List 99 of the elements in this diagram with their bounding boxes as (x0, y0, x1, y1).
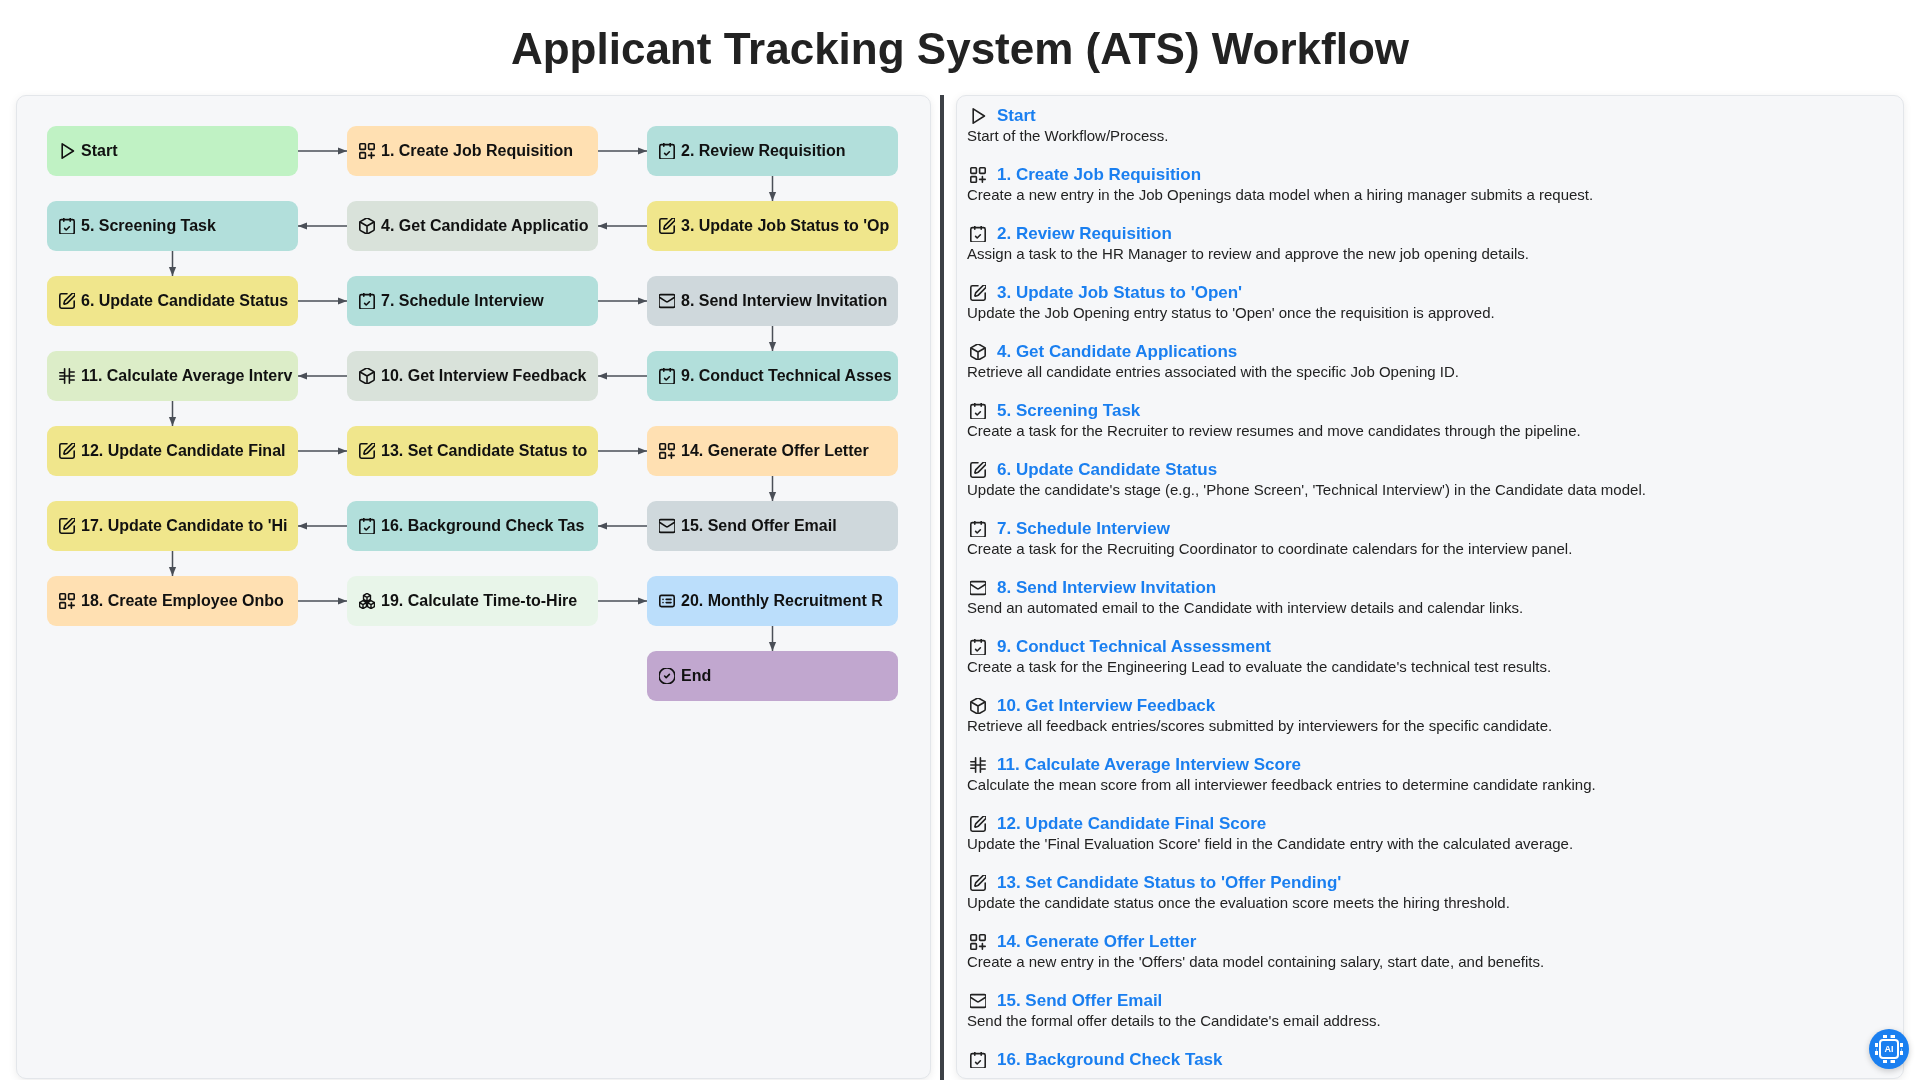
step-description: Assign a task to the HR Manager to review and approve the new job opening details. (967, 244, 1529, 263)
step-title: 15. Send Offer Email (997, 991, 1163, 1011)
process-box (647, 576, 898, 626)
process-box (647, 351, 898, 401)
step-description: Retrieve all candidate entries associated with the specific Job Opening ID. (967, 362, 1459, 381)
page-title: Applicant Tracking System (ATS) Workflow (510, 23, 1410, 75)
process-box (47, 276, 298, 326)
step-label: 12. Update Candidate Final (81, 441, 286, 461)
arrow (597, 372, 648, 380)
arrow (597, 447, 648, 455)
start-box (47, 126, 298, 176)
step-description: Send the formal offer details to the Candidate's email address. (967, 1011, 1381, 1030)
process-box (347, 276, 598, 326)
process-box (47, 426, 298, 476)
arrow (297, 372, 348, 380)
arrow (297, 522, 348, 530)
step-label: 8. Send Interview Invitation (681, 291, 888, 311)
step-title: 1. Create Job Requisition (997, 165, 1202, 185)
step-label: 2. Review Requisition (681, 141, 846, 161)
process-box (347, 501, 598, 551)
step-title: 10. Get Interview Feedback (997, 696, 1216, 716)
step-title: 12. Update Candidate Final Score (997, 814, 1267, 834)
process-box (347, 426, 598, 476)
step-label: 19. Calculate Time-to-Hire (381, 591, 578, 611)
step-description: Create a task for the Recruiter to review resumes and move candidates through the pipeline. (967, 421, 1581, 440)
step-description: Update the candidate status once the evaluation score meets the hiring threshold. (967, 893, 1510, 912)
process-box (347, 351, 598, 401)
step-title: 8. Send Interview Invitation (997, 578, 1217, 598)
process-box (47, 576, 298, 626)
step-title: 7. Schedule Interview (997, 519, 1170, 539)
step-description: Start of the Workflow/Process. (967, 126, 1169, 145)
step-description: Create a new entry in the 'Offers' data model containing salary, start date, and benefits. (967, 952, 1545, 971)
step-title: 3. Update Job Status to 'Open' (997, 283, 1243, 303)
step-label: 15. Send Offer Email (681, 516, 837, 536)
step-label: 17. Update Candidate to 'Hi (81, 516, 288, 536)
step-title: 4. Get Candidate Applications (997, 342, 1238, 362)
step-label: Start (81, 141, 118, 161)
step-label: 6. Update Candidate Status (81, 291, 289, 311)
arrow (768, 475, 777, 502)
process-box (647, 426, 898, 476)
step-title: 9. Conduct Technical Assessment (997, 637, 1271, 657)
process-box (347, 201, 598, 251)
arrow (297, 222, 348, 230)
step-label: 10. Get Interview Feedback (381, 366, 587, 386)
step-label: 4. Get Candidate Applicatio (381, 216, 589, 236)
step-description: Create a task for the Engineering Lead to evaluate the candidate's technical test results. (967, 657, 1552, 676)
step-description: Update the Job Opening entry status to 'Open' once the requisition is approved. (967, 303, 1495, 322)
process-box (647, 126, 898, 176)
step-description: Calculate the mean score from all interviewer feedback entries to determine candidate ranking. (967, 775, 1596, 794)
arrow (597, 147, 648, 155)
step-label: 5. Screening Task (81, 216, 216, 236)
step-label: 16. Background Check Tas (381, 516, 585, 536)
step-title: 11. Calculate Average Interview Score (997, 755, 1301, 775)
step-title: 16. Background Check Task (997, 1050, 1223, 1070)
step-label: 20. Monthly Recruitment R (681, 591, 883, 611)
arrow (297, 597, 348, 605)
arrow (768, 175, 777, 202)
arrow (597, 597, 648, 605)
step-label: 11. Calculate Average Interv (81, 366, 293, 386)
step-label: 13. Set Candidate Status to (381, 441, 588, 461)
process-box (47, 201, 298, 251)
end-box (647, 651, 898, 701)
step-description: Update the 'Final Evaluation Score' field in the Candidate entry with the calculated average. (967, 834, 1574, 853)
step-title: 5. Screening Task (997, 401, 1141, 421)
arrow (597, 222, 648, 230)
arrow (297, 447, 348, 455)
step-label: 14. Generate Offer Letter (681, 441, 869, 461)
arrow (168, 550, 177, 577)
arrow (597, 297, 648, 305)
step-description: Create a task for the Recruiting Coordinator to coordinate calendars for the interview panel. (967, 539, 1573, 558)
arrow (168, 250, 177, 277)
arrow (168, 400, 177, 427)
step-description: Send an automated email to the Candidate with interview details and calendar links. (967, 598, 1524, 617)
arrow (768, 325, 777, 352)
step-description: Create a new entry in the Job Openings data model when a hiring manager submits a request. (967, 185, 1594, 204)
arrow (597, 522, 648, 530)
process-box (347, 576, 598, 626)
process-box (347, 126, 598, 176)
step-label: 7. Schedule Interview (381, 291, 544, 311)
process-box (47, 351, 298, 401)
arrow (297, 147, 348, 155)
step-label: 3. Update Job Status to 'Op (681, 216, 890, 236)
process-box (647, 501, 898, 551)
step-description: Update the candidate's stage (e.g., 'Phone Screen', 'Technical Interview') in the Candidate data model. (967, 480, 1646, 499)
step-label: 1. Create Job Requisition (381, 141, 574, 161)
step-title: 13. Set Candidate Status to 'Offer Pending' (997, 873, 1342, 893)
step-title: 14. Generate Offer Letter (997, 932, 1197, 952)
process-box (647, 276, 898, 326)
step-label: End (681, 666, 712, 686)
process-box (647, 201, 898, 251)
step-label: 18. Create Employee Onbo (81, 591, 284, 611)
arrow (768, 625, 777, 652)
step-label: 9. Conduct Technical Asses (681, 366, 892, 386)
process-box (47, 501, 298, 551)
step-title: 6. Update Candidate Status (997, 460, 1218, 480)
step-title: 2. Review Requisition (997, 224, 1172, 244)
step-title: Start (997, 106, 1036, 126)
step-description: Retrieve all feedback entries/scores submitted by interviewers for the specific candidate. (967, 716, 1553, 735)
arrow (297, 297, 348, 305)
